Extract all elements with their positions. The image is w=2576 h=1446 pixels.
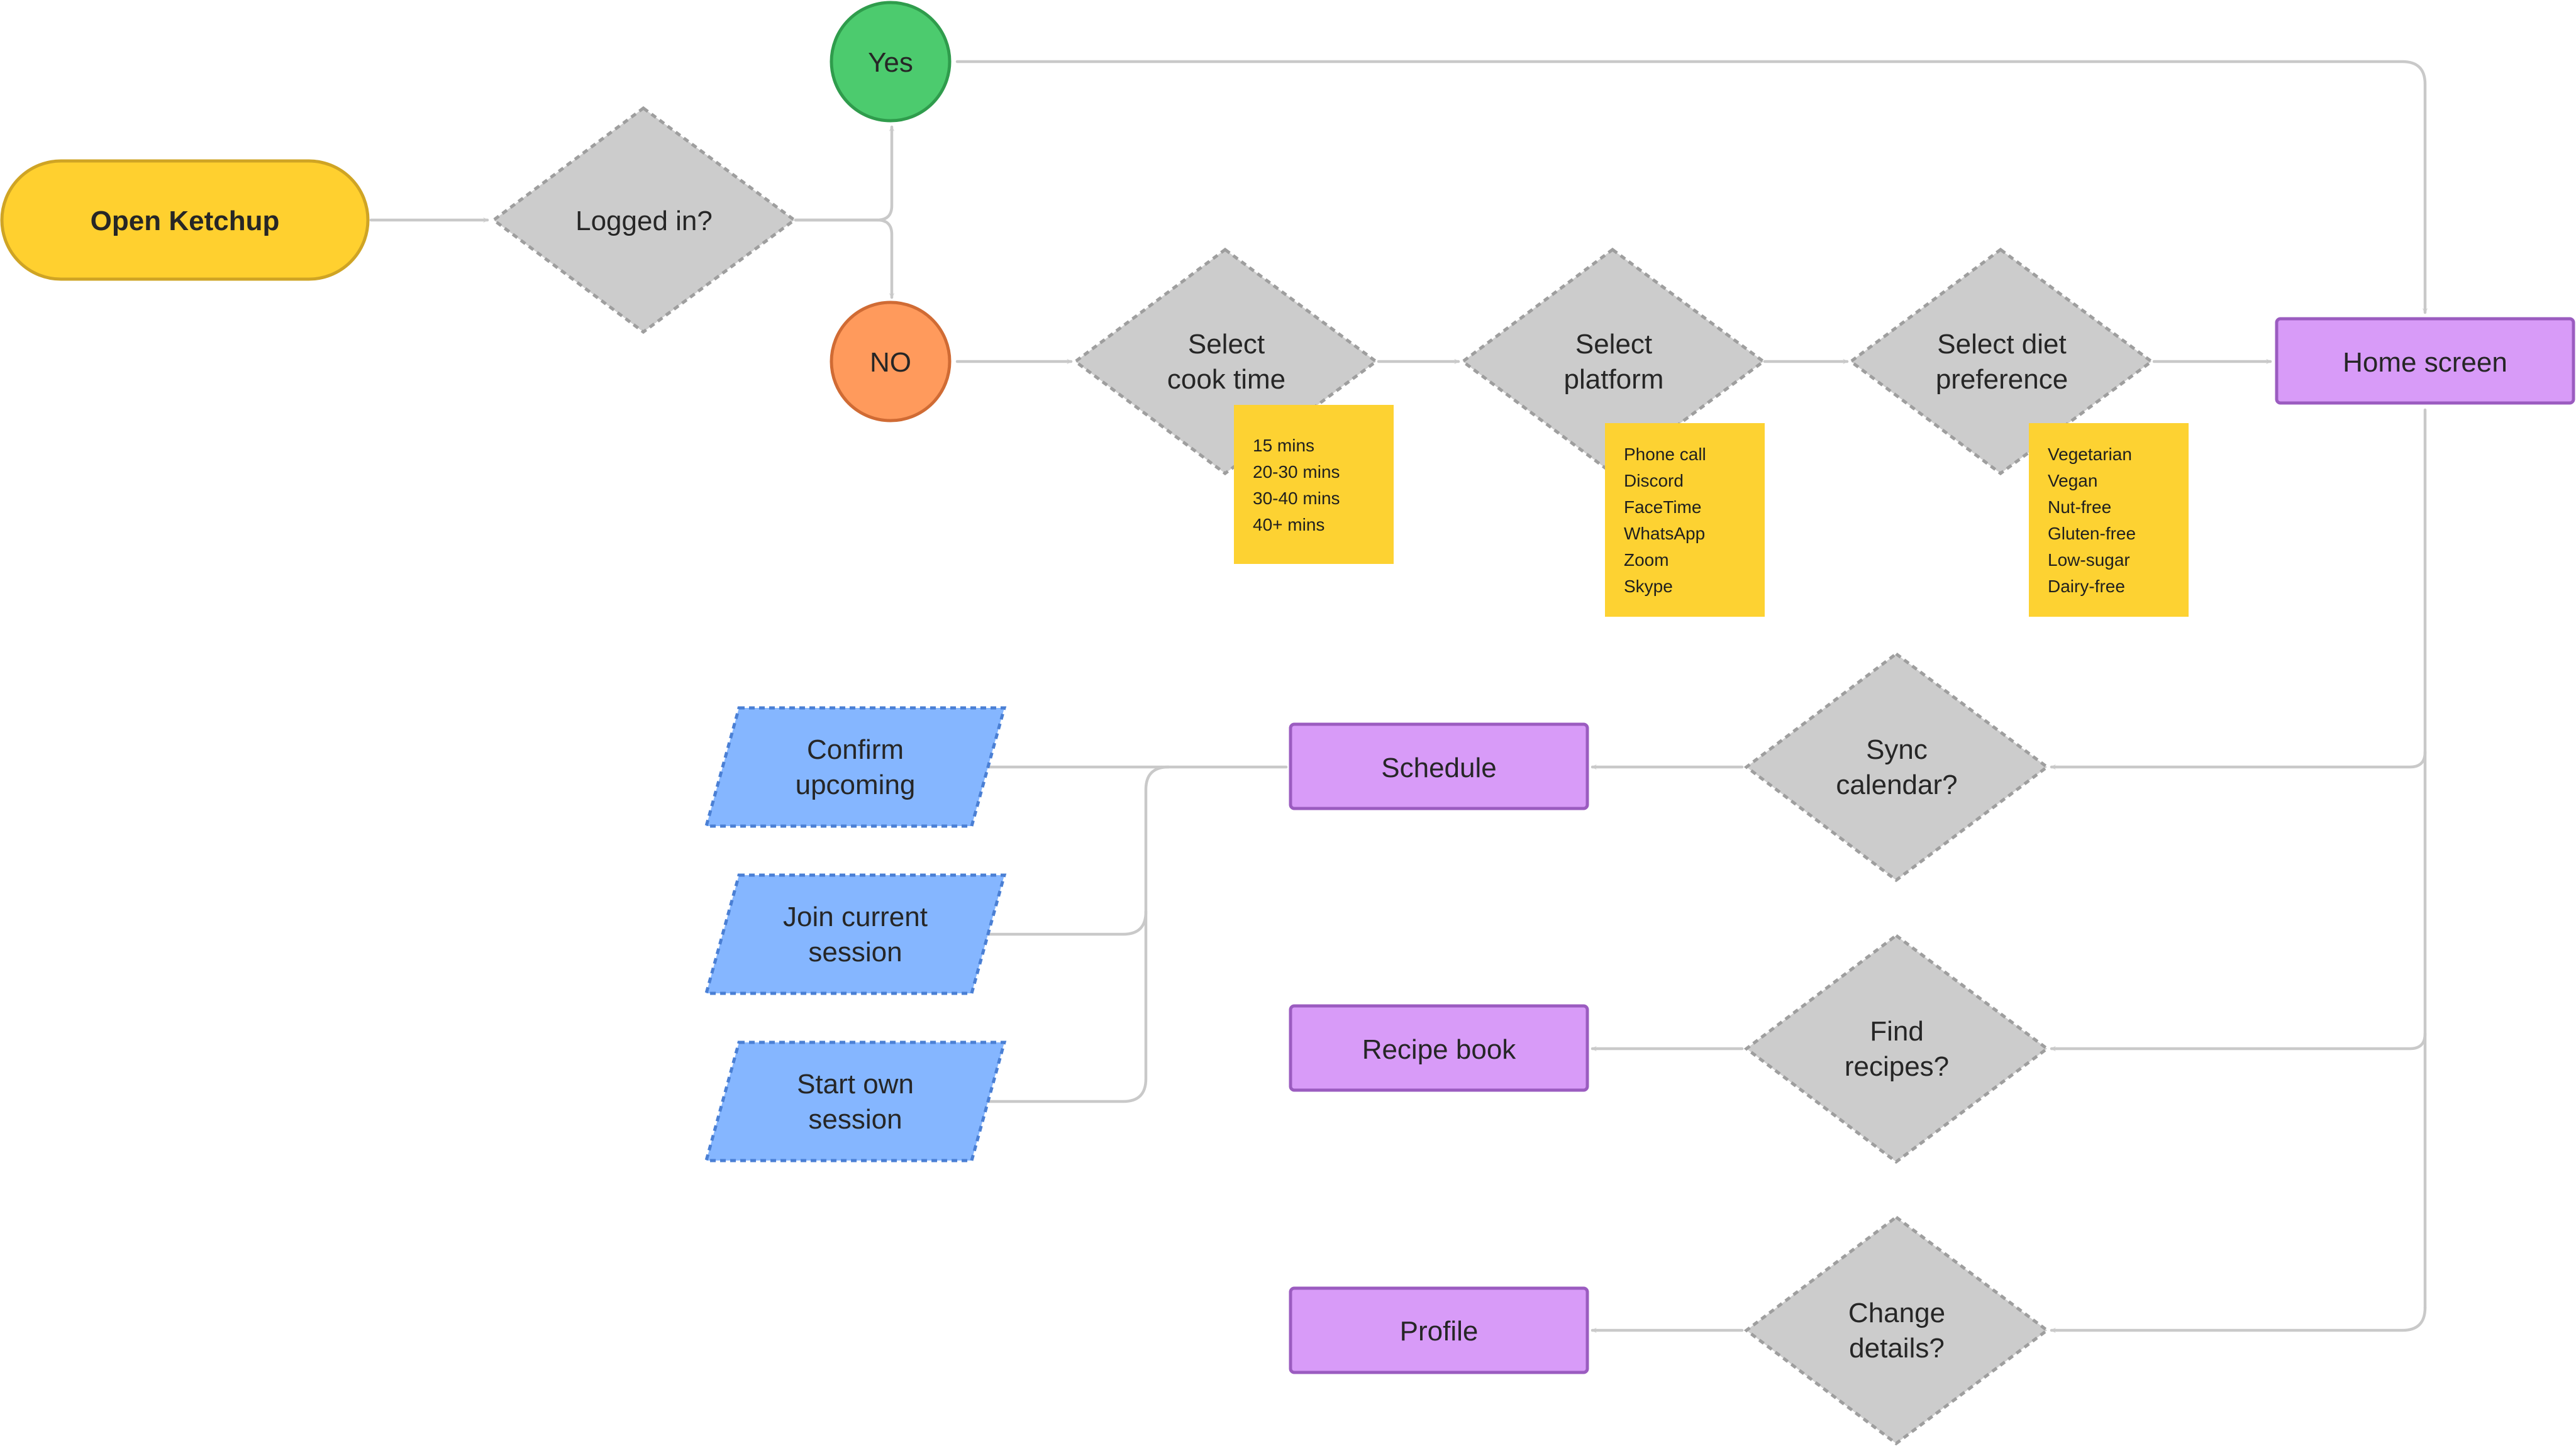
- home-screen-box: Home screen: [2275, 317, 2575, 405]
- profile-box: Profile: [1289, 1286, 1589, 1374]
- no-label: NO: [870, 347, 911, 378]
- sync-calendar-decision: Sync calendar?: [1743, 651, 2050, 883]
- connector-logged-in-to-yes: [794, 125, 894, 222]
- sync-label-line2: calendar?: [1836, 770, 1957, 800]
- logged-in-decision: Logged in?: [491, 106, 797, 334]
- start-own-session-action: Start own session: [704, 1040, 1007, 1162]
- connector-home-to-find: [2050, 1032, 2427, 1051]
- platform-option: Zoom: [1624, 550, 1669, 570]
- confirm-label-line1: Confirm: [807, 734, 904, 765]
- find-label-line2: recipes?: [1845, 1051, 1949, 1082]
- change-label-line1: Change: [1848, 1298, 1945, 1328]
- join-label-line2: session: [808, 937, 902, 968]
- start-label-line2: session: [808, 1104, 902, 1135]
- home-screen-label: Home screen: [2343, 347, 2507, 378]
- confirm-label-line2: upcoming: [796, 770, 916, 800]
- recipe-book-box: Recipe book: [1289, 1004, 1589, 1092]
- no-node: NO: [830, 301, 952, 422]
- join-current-session-action: Join current session: [704, 873, 1007, 995]
- diet-option: Vegetarian: [2048, 444, 2132, 464]
- diet-option: Nut-free: [2048, 497, 2111, 517]
- find-label-line1: Find: [1870, 1016, 1924, 1047]
- platform-label-line1: Select: [1575, 329, 1652, 360]
- cook-time-options-note: 15 mins 20-30 mins 30-40 mins 40+ mins: [1234, 405, 1394, 564]
- diet-option: Low-sugar: [2048, 550, 2130, 570]
- connector-home-to-change: [2050, 1306, 2427, 1333]
- diet-label-line2: preference: [1936, 364, 2068, 395]
- open-ketchup-label: Open Ketchup: [91, 206, 280, 236]
- sync-label-line1: Sync: [1866, 734, 1928, 765]
- select-platform-decision: Select platform: [1460, 247, 1767, 476]
- platform-option: Phone call: [1624, 444, 1706, 464]
- schedule-box: Schedule: [1289, 722, 1589, 810]
- confirm-upcoming-action: Confirm upcoming: [704, 706, 1007, 828]
- select-cook-time-decision: Select cook time: [1072, 247, 1379, 476]
- change-details-decision: Change details?: [1743, 1215, 2050, 1446]
- yes-node: Yes: [830, 1, 952, 123]
- diet-option: Dairy-free: [2048, 577, 2125, 596]
- platform-label-line2: platform: [1564, 364, 1664, 395]
- connector-yes-to-home: [955, 60, 2428, 314]
- cook-time-label-line1: Select: [1188, 329, 1265, 360]
- join-label-line1: Join current: [783, 902, 928, 932]
- yes-label: Yes: [868, 47, 913, 78]
- connectors: [369, 60, 2428, 1333]
- diet-options-note: Vegetarian Vegan Nut-free Gluten-free Lo…: [2029, 423, 2189, 617]
- start-label-line1: Start own: [797, 1069, 914, 1100]
- platform-option: Skype: [1624, 577, 1673, 596]
- connector-schedule-to-start: [976, 910, 1148, 1104]
- diet-option: Gluten-free: [2048, 524, 2136, 543]
- platform-option: WhatsApp: [1624, 524, 1705, 543]
- platform-option: Discord: [1624, 471, 1684, 490]
- connector-logged-in-to-no: [794, 218, 894, 299]
- select-diet-decision: Select diet preference: [1848, 247, 2155, 476]
- schedule-label: Schedule: [1381, 753, 1496, 783]
- profile-label: Profile: [1400, 1316, 1479, 1347]
- logged-in-label: Logged in?: [575, 206, 713, 236]
- cook-time-option: 20-30 mins: [1253, 462, 1340, 482]
- cook-time-option: 30-40 mins: [1253, 488, 1340, 508]
- connector-schedule-to-join: [976, 765, 1170, 937]
- diet-label-line1: Select diet: [1937, 329, 2066, 360]
- cook-time-label-line2: cook time: [1167, 364, 1285, 395]
- change-label-line2: details?: [1849, 1333, 1945, 1364]
- cook-time-option: 40+ mins: [1253, 515, 1324, 534]
- platform-option: FaceTime: [1624, 497, 1701, 517]
- open-ketchup-terminal: Open Ketchup: [0, 159, 370, 281]
- diet-option: Vegan: [2048, 471, 2097, 490]
- recipe-book-label: Recipe book: [1362, 1034, 1517, 1065]
- cook-time-option: 15 mins: [1253, 436, 1314, 455]
- platform-options-note: Phone call Discord FaceTime WhatsApp Zoo…: [1605, 423, 1765, 617]
- connector-home-to-sync: [2050, 750, 2427, 770]
- find-recipes-decision: Find recipes?: [1743, 933, 2050, 1164]
